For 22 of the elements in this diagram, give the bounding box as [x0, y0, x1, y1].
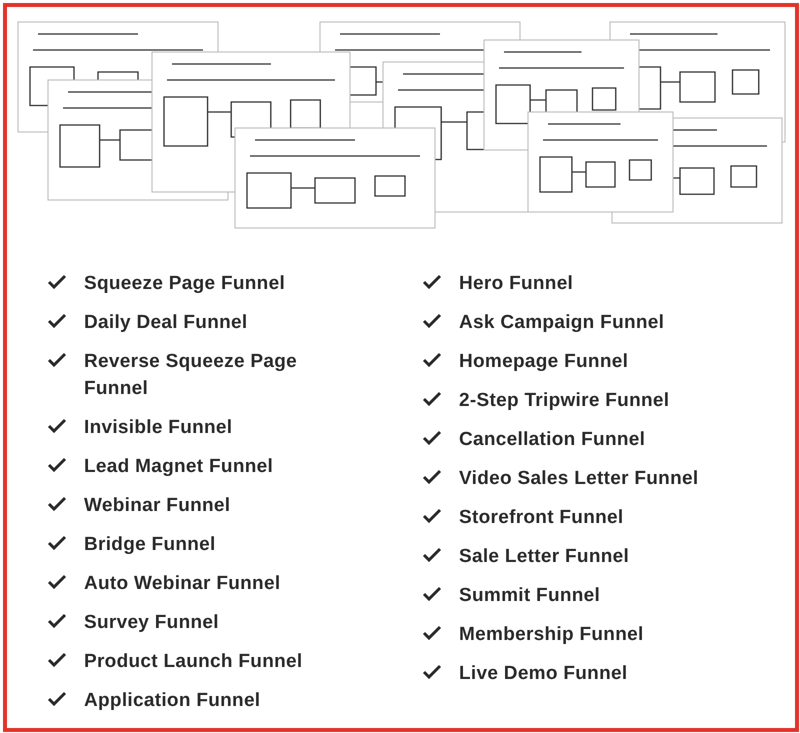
list-item-text: Invisible Funnel [84, 416, 234, 440]
list-item-text: Homepage Funnel [459, 350, 630, 374]
list-item-text: Storefront Funnel [459, 506, 624, 530]
list-item-text: Product Launch Funnel [84, 650, 304, 674]
list-item-text: Survey Funnel [84, 611, 220, 635]
list-item-text: Ask Campaign Funnel [459, 311, 666, 335]
list-item-text: Membership Funnel [459, 623, 645, 647]
list-item-text: 2-Step Tripwire Funnel [459, 389, 670, 413]
list-item-text: Auto Webinar Funnel [84, 572, 282, 596]
list-item-text: Hero Funnel [459, 272, 574, 296]
list-item-text: Cancellation Funnel [459, 428, 646, 452]
list-item-text: Webinar Funnel [84, 494, 232, 518]
list-item-text: Sale Letter Funnel [459, 545, 630, 569]
list-item-text: Squeeze Page Funnel [84, 272, 286, 296]
list-item-text: Reverse Squeeze Page Funnel [84, 350, 298, 401]
list-item-text: Summit Funnel [459, 584, 602, 608]
list-item-text: Daily Deal Funnel [84, 311, 248, 335]
list-item-text: Video Sales Letter Funnel [459, 467, 700, 491]
list-item-text: Live Demo Funnel [459, 662, 628, 686]
list-item-text: Application Funnel [84, 689, 262, 713]
list-item-text: Bridge Funnel [84, 533, 217, 557]
list-item-text: Lead Magnet Funnel [84, 455, 274, 479]
